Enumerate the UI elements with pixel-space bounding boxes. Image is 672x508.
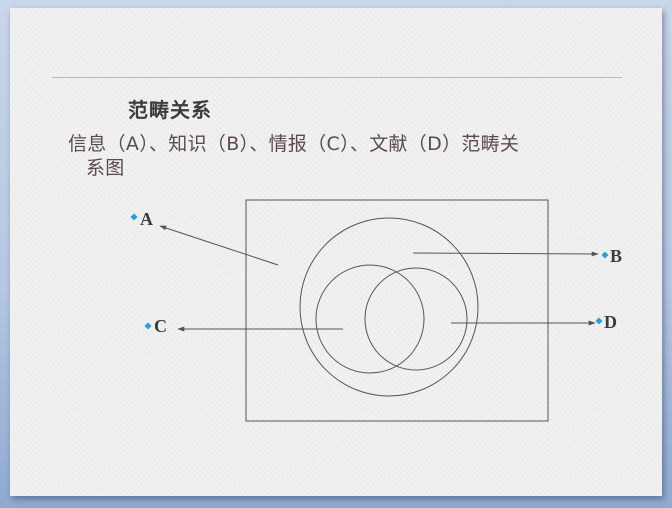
slide: 范畴关系 信息（A）、知识（B）、情报（C）、文献（D）范畴关系图 A B C … bbox=[10, 8, 662, 496]
subtitle-line-1: 信息（A）、知识（B）、情报（C）、文献（D）范畴关 bbox=[68, 133, 520, 155]
arrow-to-a bbox=[159, 225, 279, 266]
label-d: D bbox=[604, 312, 617, 332]
set-c-circle bbox=[315, 264, 425, 374]
bullet-b-icon bbox=[601, 251, 609, 259]
bullet-c-icon bbox=[144, 322, 152, 330]
set-d-circle bbox=[364, 267, 468, 371]
set-a-rectangle bbox=[245, 199, 549, 422]
slide-title: 范畴关系 bbox=[128, 98, 212, 122]
bullet-a-icon bbox=[130, 213, 138, 221]
bullet-d-icon bbox=[595, 317, 603, 325]
title-divider bbox=[52, 77, 622, 78]
arrow-to-b bbox=[412, 251, 599, 257]
label-b: B bbox=[610, 246, 622, 266]
scope-relationship-diagram: A B C D bbox=[130, 199, 622, 422]
set-b-circle bbox=[299, 217, 479, 397]
slide-subtitle: 信息（A）、知识（B）、情报（C）、文献（D）范畴关系图 bbox=[68, 132, 628, 180]
label-a: A bbox=[140, 209, 153, 229]
label-c: C bbox=[154, 316, 167, 336]
subtitle-line-2: 系图 bbox=[86, 157, 125, 179]
